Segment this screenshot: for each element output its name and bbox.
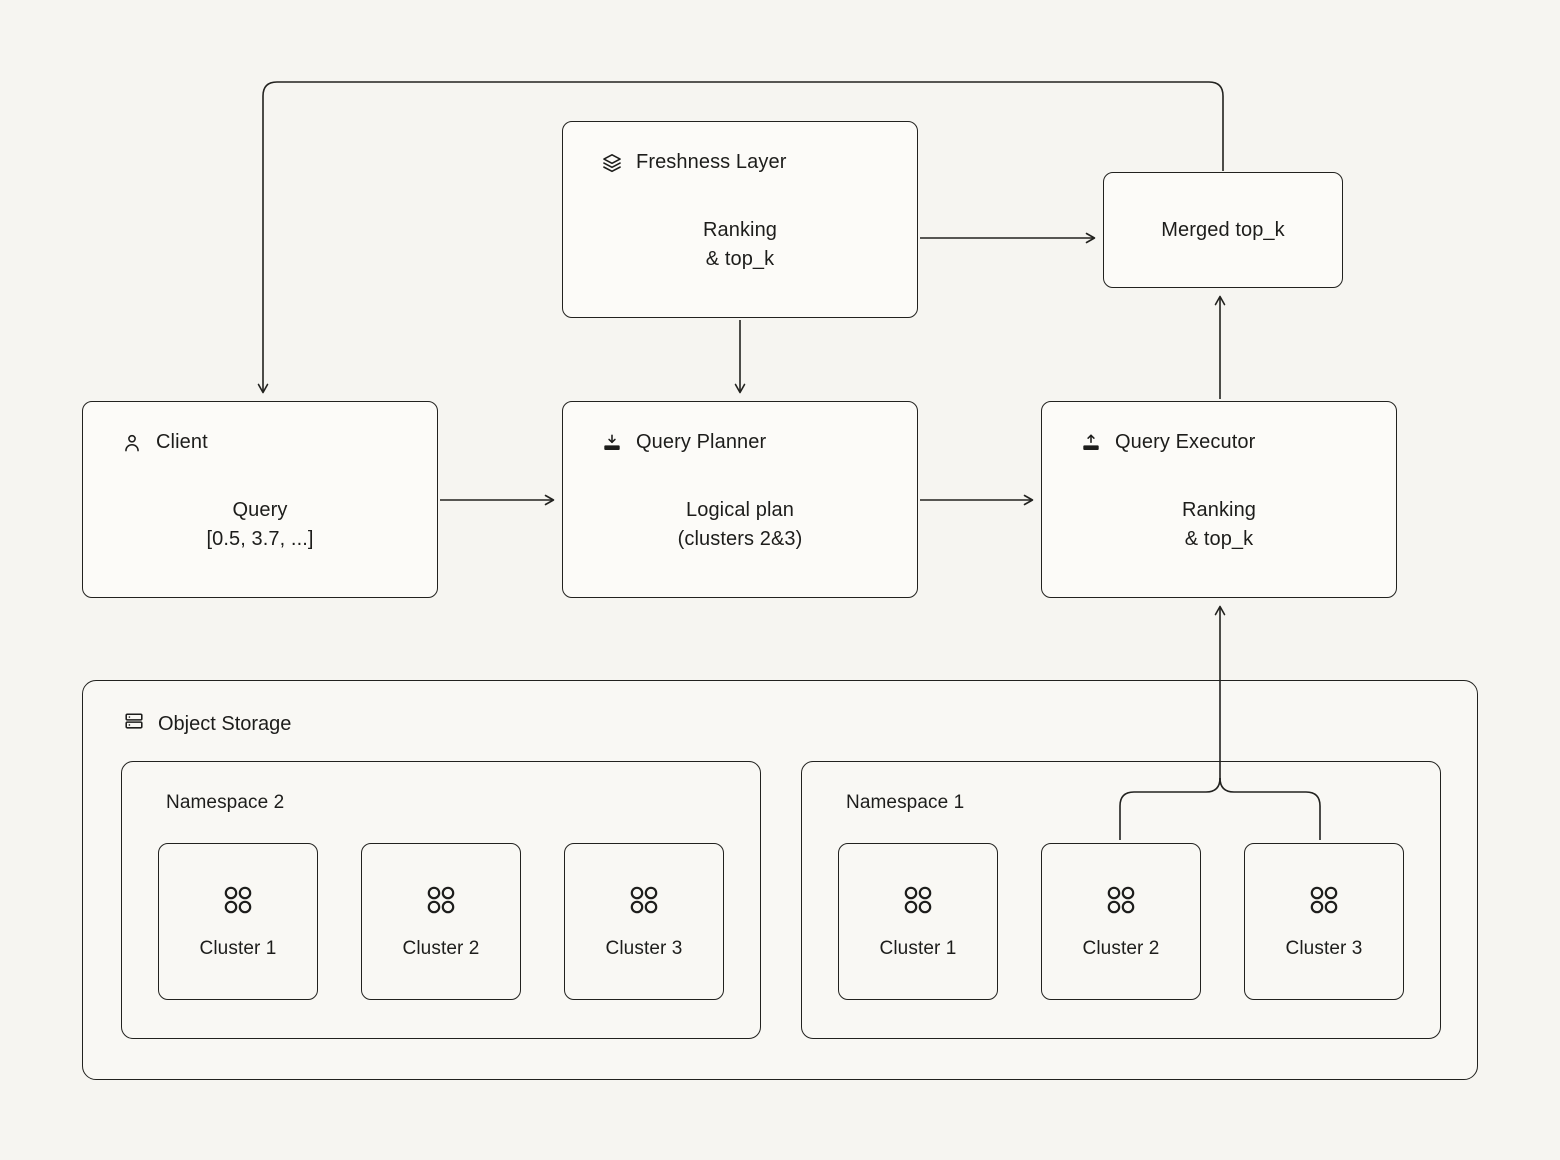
client-body: Query [0.5, 3.7, ...] [83, 496, 437, 554]
freshness-layer-body: Ranking & top_k [563, 216, 917, 274]
client-header: Client [121, 431, 437, 454]
query-executor-title: Query Executor [1115, 431, 1256, 453]
object-storage-header: Object Storage [123, 710, 1477, 738]
person-icon [121, 432, 143, 454]
object-storage-container: Object Storage Namespace 2 Cluster 1 [82, 680, 1478, 1080]
object-storage-title: Object Storage [158, 712, 292, 735]
namespace-1-box: Namespace 1 Cluster 1 [801, 761, 1441, 1039]
query-planner-body: Logical plan (clusters 2&3) [563, 496, 917, 554]
query-planner-body-line2: (clusters 2&3) [677, 528, 803, 550]
client-node: Client Query [0.5, 3.7, ...] [82, 401, 438, 598]
namespace-1-clusters: Cluster 1 Cluster 2 [838, 843, 1404, 1000]
cluster-box: Cluster 2 [1041, 843, 1201, 1000]
server-icon [123, 710, 145, 738]
cluster-box: Cluster 3 [1244, 843, 1404, 1000]
freshness-layer-title: Freshness Layer [636, 151, 787, 173]
cluster-label: Cluster 3 [605, 938, 683, 959]
cluster-box: Cluster 1 [838, 843, 998, 1000]
cluster-box: Cluster 3 [564, 843, 724, 1000]
tray-download-icon [601, 432, 623, 454]
namespace-2-clusters: Cluster 1 Cluster 2 [158, 843, 724, 1000]
cluster-box: Cluster 2 [361, 843, 521, 1000]
namespace-2-title: Namespace 2 [166, 792, 285, 813]
query-planner-title: Query Planner [636, 431, 767, 453]
layers-icon [601, 152, 623, 174]
cluster-dots-icon [216, 878, 260, 922]
merged-topk-node: Merged top_k [1103, 172, 1343, 288]
merged-topk-label: Merged top_k [1161, 218, 1285, 241]
freshness-layer-node: Freshness Layer Ranking & top_k [562, 121, 918, 318]
cluster-dots-icon [1099, 878, 1143, 922]
query-planner-header: Query Planner [601, 431, 917, 454]
cluster-box: Cluster 1 [158, 843, 318, 1000]
cluster-label: Cluster 1 [879, 938, 957, 959]
freshness-layer-header: Freshness Layer [601, 151, 917, 174]
namespace-1-title: Namespace 1 [846, 792, 965, 813]
tray-upload-icon [1080, 432, 1102, 454]
cluster-dots-icon [622, 878, 666, 922]
cluster-label: Cluster 3 [1285, 938, 1363, 959]
cluster-dots-icon [896, 878, 940, 922]
namespace-2-box: Namespace 2 Cluster 1 [121, 761, 761, 1039]
client-body-line2: [0.5, 3.7, ...] [206, 528, 314, 550]
cluster-dots-icon [1302, 878, 1346, 922]
freshness-body-line1: Ranking [702, 219, 778, 241]
query-executor-body-line1: Ranking [1181, 499, 1257, 521]
cluster-label: Cluster 1 [199, 938, 277, 959]
query-executor-header: Query Executor [1080, 431, 1396, 454]
client-title: Client [156, 431, 208, 453]
query-planner-node: Query Planner Logical plan (clusters 2&3… [562, 401, 918, 598]
query-planner-body-line1: Logical plan [686, 499, 794, 521]
cluster-dots-icon [419, 878, 463, 922]
query-executor-body: Ranking & top_k [1042, 496, 1396, 554]
cluster-label: Cluster 2 [1082, 938, 1160, 959]
query-executor-node: Query Executor Ranking & top_k [1041, 401, 1397, 598]
client-body-line1: Query [232, 499, 288, 521]
query-executor-body-line2: & top_k [1184, 528, 1254, 550]
freshness-body-line2: & top_k [705, 248, 775, 270]
cluster-label: Cluster 2 [402, 938, 480, 959]
